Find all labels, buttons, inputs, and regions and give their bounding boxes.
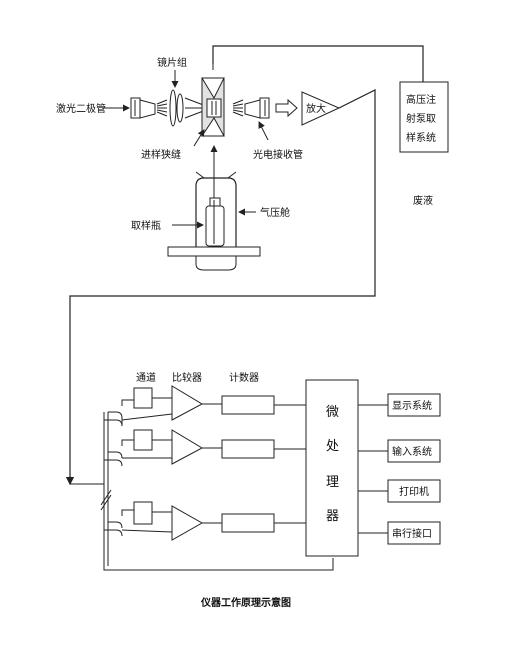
micro-char-3: 理 [326, 475, 339, 490]
printer-box [387, 479, 441, 503]
input-system-label: 输入系统 [392, 445, 432, 458]
micro-char-4: 器 [326, 509, 339, 524]
photo-tube-leader [258, 121, 269, 141]
gas-chamber [195, 171, 237, 248]
sample-bottle-label: 取样瓶 [131, 219, 161, 232]
chamber-base [167, 246, 261, 271]
photo-tube [244, 97, 270, 119]
amplifier [301, 91, 341, 126]
display-system-label: 显示系统 [392, 399, 432, 412]
laser-diode [130, 97, 156, 119]
photo-tube-label: 光电接收管 [253, 148, 303, 161]
comparator-header: 比较器 [172, 371, 202, 384]
bus-break-1 [100, 489, 112, 506]
pump-label-3: 样系统 [406, 131, 436, 144]
channel-row-2 [104, 429, 306, 467]
channel-row-3 [104, 501, 306, 541]
counter-header: 计数器 [229, 371, 259, 384]
amplifier-label: 放大 [306, 102, 326, 115]
pump-line [212, 45, 424, 82]
serial-port-box [387, 521, 441, 545]
channel-header: 通道 [136, 371, 156, 384]
slit-leader [193, 129, 205, 147]
display-system-box [387, 393, 441, 417]
sample-bottle [205, 197, 225, 247]
micro-char-2: 处 [326, 439, 339, 454]
pump-label-1: 高压注 [406, 93, 436, 106]
micro-char-1: 微 [326, 405, 339, 420]
laser-diode-label: 激光二极管 [56, 102, 106, 115]
pump-box [399, 81, 449, 153]
bus-break-2 [100, 494, 112, 511]
printer-label: 打印机 [399, 485, 429, 498]
lens-group [169, 89, 184, 127]
serial-port-label: 串行接口 [392, 527, 432, 540]
feedback-loop [103, 558, 334, 571]
figure-caption: 仪器工作原理示意图 [200, 596, 291, 609]
signal-arrow [275, 98, 298, 118]
microprocessor-box [305, 379, 359, 557]
pump-label-2: 射泵取 [406, 113, 436, 125]
sample-slit-label: 进样狭缝 [141, 148, 181, 161]
waste-label: 废液 [413, 194, 433, 207]
channel-row-1 [104, 385, 306, 427]
light-rays-right [232, 99, 244, 117]
light-rays-left [156, 99, 168, 117]
amplifier-output-line [69, 89, 376, 482]
flow-cell [201, 77, 225, 137]
signal-bus [69, 482, 104, 485]
gas-chamber-label: 气压舱 [260, 206, 290, 219]
lens-group-label: 镜片组 [157, 56, 187, 69]
input-system-box [387, 439, 441, 463]
